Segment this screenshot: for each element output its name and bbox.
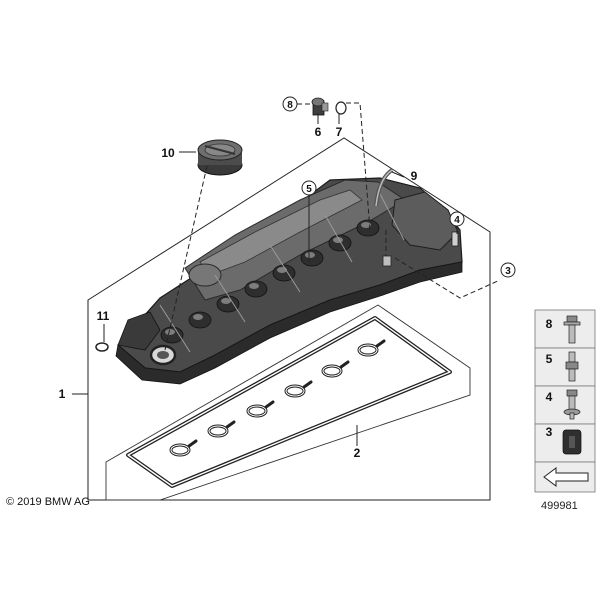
callout-8: 8	[287, 100, 293, 111]
fastener-legend: 8 5 4 3	[534, 309, 596, 493]
callout-5-circle	[301, 180, 317, 196]
callout-2: 2	[354, 446, 361, 460]
image-number: 499981	[541, 500, 578, 512]
rubber-grommet-icon	[562, 429, 582, 455]
legend-label-4: 4	[546, 390, 553, 404]
callout-8-circle	[282, 96, 298, 112]
camshaft-sensor	[311, 97, 329, 116]
direction-arrow-icon	[543, 467, 589, 487]
cover-sensor	[382, 255, 392, 267]
bolt-washer-icon	[563, 389, 581, 420]
gasket-inner-line	[127, 317, 451, 487]
leader-lines	[164, 102, 501, 351]
legend-box-8	[534, 309, 596, 349]
cover-baffle	[199, 189, 363, 276]
copyright-notice: © 2019 BMW AG	[6, 496, 90, 508]
sensor-o-ring	[335, 101, 347, 115]
cover-front-flange	[117, 311, 161, 351]
cylinder-head-cover	[115, 168, 463, 385]
callout-3: 3	[505, 266, 511, 277]
legend-label-3: 3	[546, 425, 553, 439]
cam-lobe-highlights	[165, 222, 371, 335]
oil-filler-cap	[197, 139, 243, 176]
gasket-group	[105, 304, 471, 501]
legend-label-8: 8	[546, 317, 553, 331]
solid-leaders	[72, 113, 458, 446]
cover-lower-edge	[115, 261, 463, 385]
callout-4-circle	[449, 211, 465, 227]
stud-bolt-icon	[565, 351, 579, 382]
gasket-frame	[105, 304, 471, 501]
cover-front-dome	[188, 263, 222, 287]
legend-box-5	[534, 347, 596, 387]
cover-ribs	[159, 189, 405, 353]
callout-4: 4	[454, 215, 460, 226]
callout-5: 5	[306, 184, 312, 195]
bolt-flange-icon	[563, 315, 581, 344]
callout-10: 10	[161, 146, 175, 160]
seal-tabs	[187, 339, 386, 448]
callout-6: 6	[315, 125, 322, 139]
sealing-ring	[95, 342, 109, 352]
legend-label-5: 5	[546, 352, 553, 366]
callout-7: 7	[336, 125, 343, 139]
cover-mount-bolt	[451, 231, 459, 247]
seal-ring-highlights	[170, 344, 378, 456]
cover-rear-housing	[391, 191, 459, 251]
callout-1: 1	[59, 387, 66, 401]
callout-11: 11	[97, 309, 110, 323]
callout-3-circle	[500, 262, 516, 278]
legend-box-4	[534, 385, 596, 425]
callout-9: 9	[411, 169, 418, 183]
assembly-frame	[87, 137, 491, 501]
